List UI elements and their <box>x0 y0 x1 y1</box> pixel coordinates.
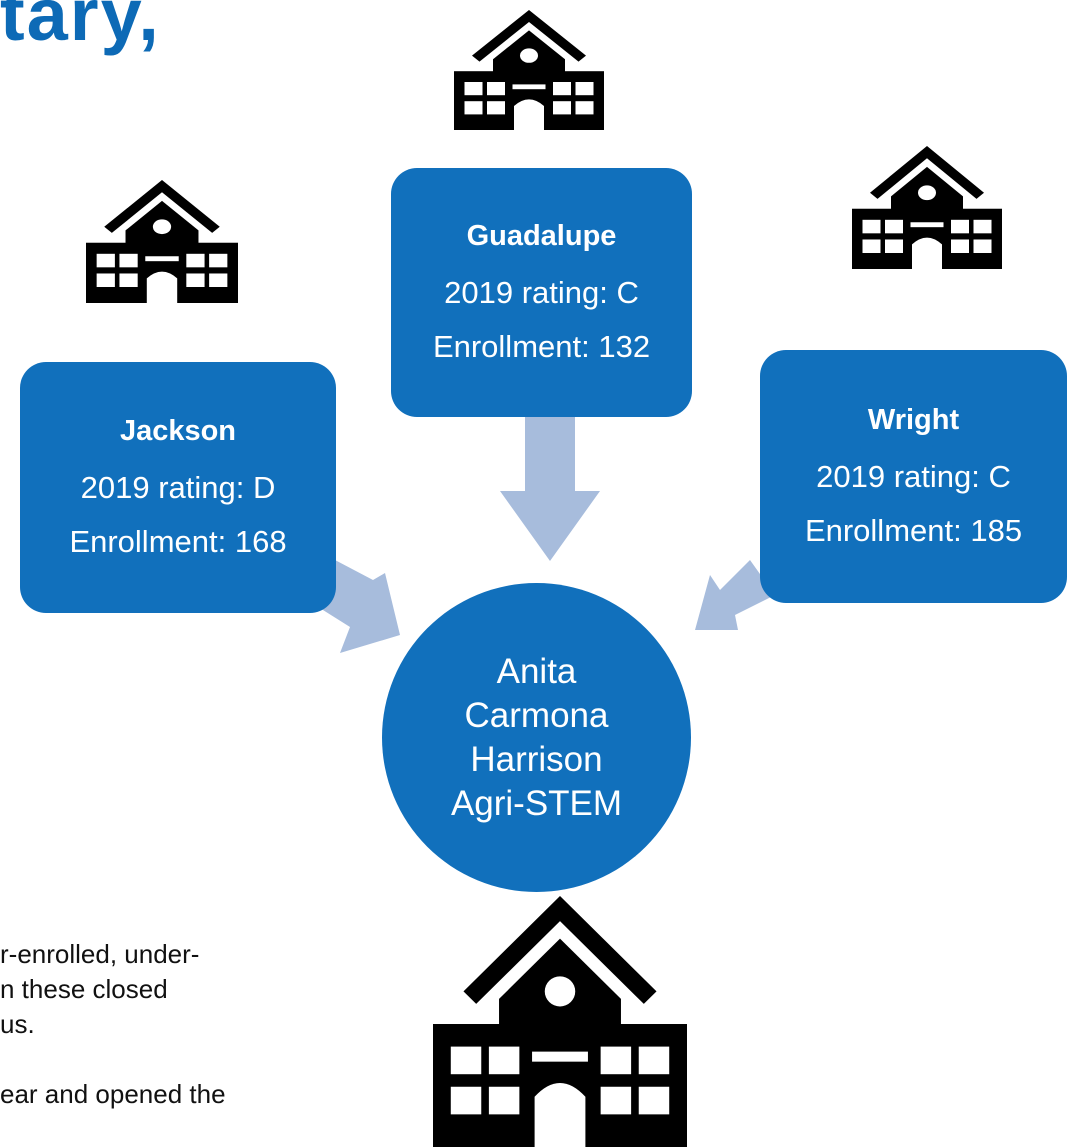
school-building-icon <box>852 146 1002 269</box>
school-enrollment: Enrollment: 132 <box>432 329 651 364</box>
merged-school-name-line: Agri-STEM <box>450 783 623 823</box>
school-name: Wright <box>867 404 960 436</box>
body-text-line: ear and opened the <box>0 1079 226 1109</box>
merged-school-name-line: Anita <box>496 651 577 691</box>
arrow-down-icon <box>500 413 600 561</box>
school-name: Jackson <box>119 415 237 447</box>
school-name: Guadalupe <box>466 220 617 252</box>
arrow-right-wright-icon <box>695 560 775 630</box>
school-building-icon <box>86 180 238 303</box>
school-box-guadalupe: Guadalupe 2019 rating: C Enrollment: 132 <box>391 168 692 417</box>
body-text-line: r-enrolled, under- <box>0 939 200 969</box>
school-building-icon <box>433 896 687 1147</box>
school-rating: 2019 rating: C <box>816 459 1011 494</box>
page-title-fragment: tary, <box>0 0 161 56</box>
body-text-line: n these closed <box>0 974 168 1004</box>
school-box-jackson: Jackson 2019 rating: D Enrollment: 168 <box>20 362 336 613</box>
school-box-wright: Wright 2019 rating: C Enrollment: 185 <box>760 350 1067 603</box>
merged-school-name-line: Carmona <box>464 695 609 735</box>
merged-school-circle: Anita Carmona Harrison Agri-STEM <box>382 583 691 892</box>
school-building-icon <box>454 10 604 130</box>
school-enrollment: Enrollment: 168 <box>69 524 287 559</box>
merged-school-name-line: Harrison <box>470 739 603 779</box>
school-enrollment: Enrollment: 185 <box>804 513 1023 548</box>
school-rating: 2019 rating: D <box>80 470 276 505</box>
arrow-left-jackson-icon <box>315 560 400 653</box>
body-text-line: us. <box>0 1009 35 1039</box>
school-rating: 2019 rating: C <box>444 275 639 310</box>
